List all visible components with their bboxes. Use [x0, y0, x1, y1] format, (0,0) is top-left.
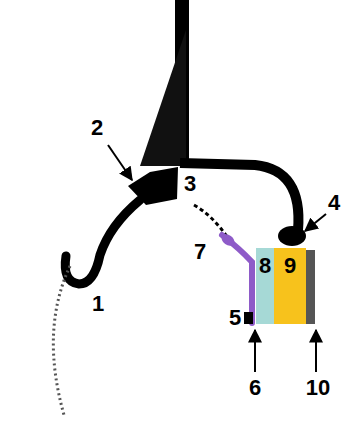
callout-number: 2: [91, 117, 103, 139]
black-square: [244, 312, 253, 324]
callout-number: 9: [284, 255, 296, 277]
callout-number: 4: [328, 192, 340, 214]
grey-layer: [306, 250, 315, 324]
arrow: [315, 330, 317, 372]
arrow: [254, 330, 256, 372]
arrow: [108, 145, 132, 180]
arrow: [305, 214, 326, 231]
callout-number: 8: [259, 255, 271, 277]
hook: [65, 200, 140, 284]
yellow-layer: [274, 248, 306, 324]
callout-number: 3: [184, 173, 196, 195]
speckled-tail: [53, 266, 70, 415]
wedge: [140, 30, 186, 166]
callout-number: 5: [229, 307, 241, 329]
callout-number: 6: [249, 377, 261, 399]
callout-number: 7: [194, 241, 206, 263]
purple-tip: [219, 232, 236, 248]
band-curve: [180, 163, 298, 230]
callout-number: 1: [92, 293, 104, 315]
blob: [278, 226, 306, 246]
callout-number: 10: [306, 377, 330, 399]
blue-layer: [256, 248, 274, 324]
